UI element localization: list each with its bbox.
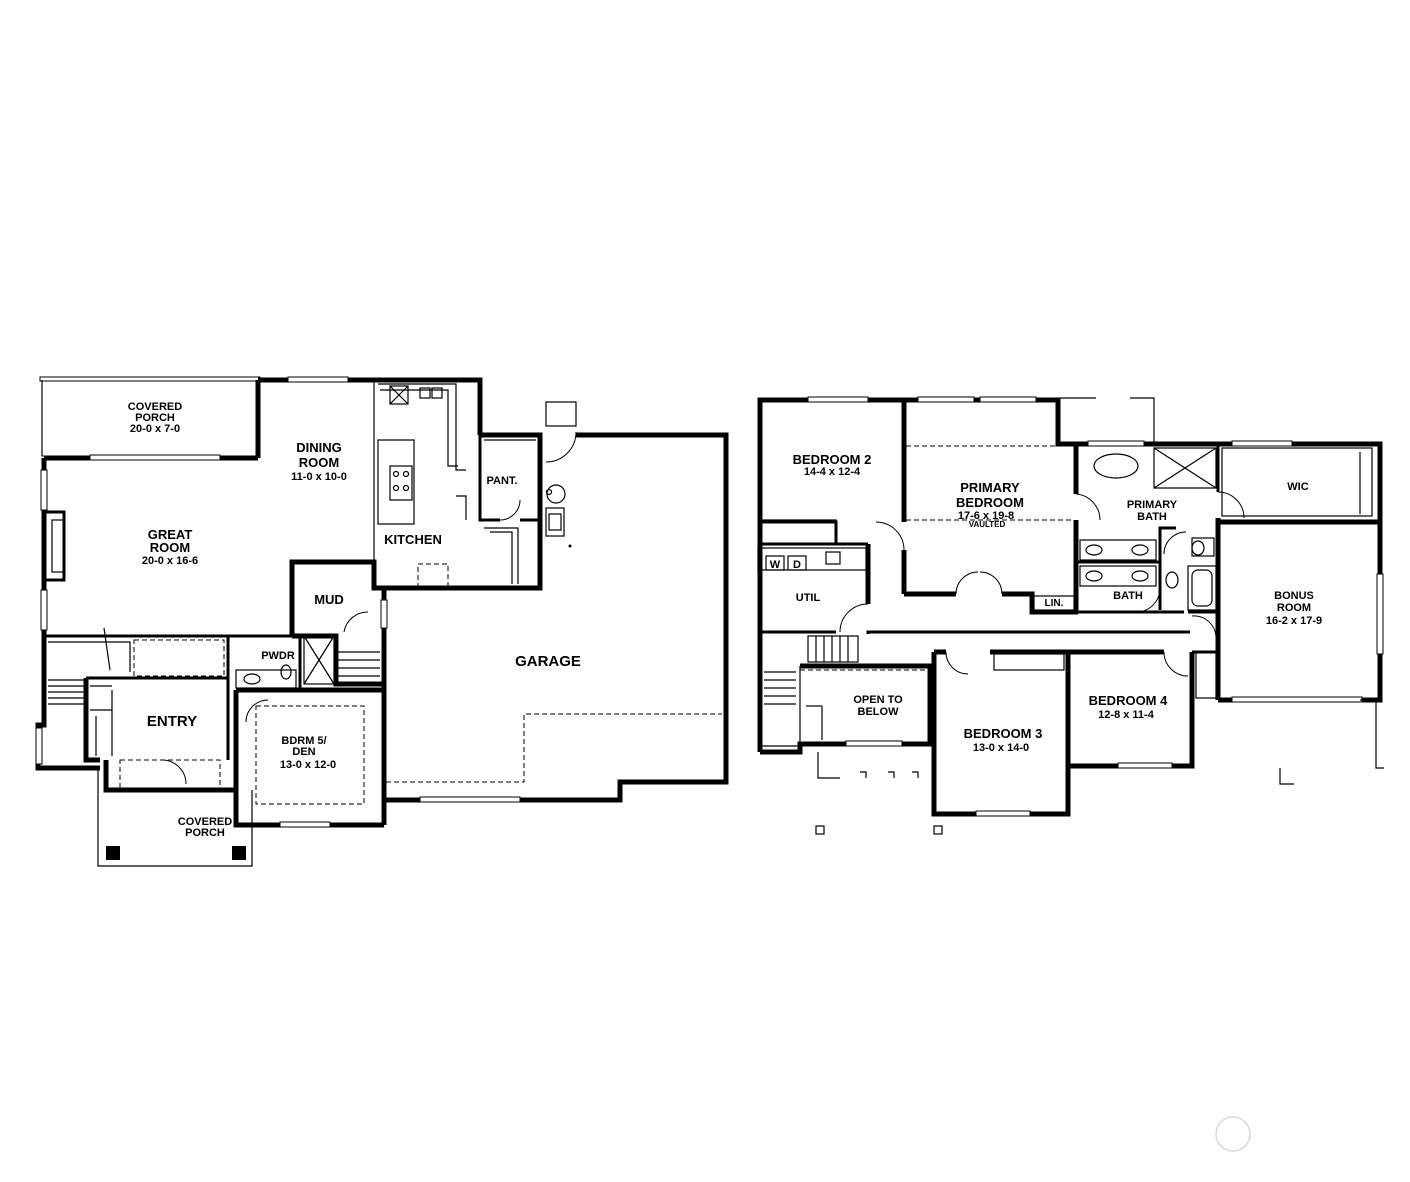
dryer-label: D bbox=[793, 559, 801, 571]
kitchen-label: KITCHEN bbox=[384, 532, 442, 547]
powder-label: PWDR bbox=[261, 650, 295, 662]
bedroom-3-label: BEDROOM 3 bbox=[964, 726, 1043, 741]
covered-porch-front-label-1: COVERED bbox=[178, 816, 232, 828]
primary-bedroom-details bbox=[875, 445, 1101, 611]
bath-fixtures bbox=[1079, 565, 1217, 639]
bonus-room-label-1: BONUS bbox=[1274, 590, 1314, 602]
main-stairs bbox=[48, 611, 380, 756]
pantry-shelves bbox=[484, 439, 536, 584]
bedroom-2-dims: 14-4 x 12-4 bbox=[804, 466, 861, 478]
primary-bedroom-label-1: PRIMARY bbox=[960, 480, 1020, 495]
covered-porch-top-dims: 20-0 x 7-0 bbox=[130, 423, 180, 435]
bonus-room-dims: 16-2 x 17-9 bbox=[1266, 615, 1322, 627]
bath-label: BATH bbox=[1113, 590, 1143, 602]
upper-deck-lines bbox=[815, 397, 1384, 835]
upper-floor-windows bbox=[757, 396, 1384, 817]
open-to-below-label-2: BELOW bbox=[858, 706, 900, 718]
primary-bedroom-dims: 17-6 x 19-8 bbox=[958, 510, 1014, 522]
primary-bedroom-note: VAULTED bbox=[969, 520, 1006, 529]
wic-label: WIC bbox=[1287, 481, 1308, 493]
primary-bath-fixtures bbox=[1079, 447, 1373, 561]
watermark-logo bbox=[1215, 1116, 1251, 1152]
great-room-label-1: GREAT bbox=[148, 527, 193, 542]
dining-room-dims: 11-0 x 10-0 bbox=[291, 471, 347, 483]
mud-label: MUD bbox=[314, 592, 344, 607]
upper-floor: BEDROOM 2 14-4 x 12-4 PRIMARY BEDROOM 17… bbox=[757, 396, 1384, 835]
covered-porch-top-label-2: PORCH bbox=[135, 412, 175, 424]
primary-bedroom-label-2: BEDROOM bbox=[956, 495, 1024, 510]
covered-porch-top-label-1: COVERED bbox=[128, 401, 182, 413]
upper-floor-labels: BEDROOM 2 14-4 x 12-4 PRIMARY BEDROOM 17… bbox=[770, 452, 1322, 754]
util-fixtures bbox=[765, 551, 869, 633]
covered-porch-front-label-2: PORCH bbox=[185, 827, 225, 839]
den-closet-line bbox=[255, 705, 365, 805]
main-floor: COVERED PORCH 20-0 x 7-0 DINING ROOM 11-… bbox=[35, 376, 729, 867]
primary-bath-label-1: PRIMARY bbox=[1127, 499, 1178, 511]
great-room-label-2: ROOM bbox=[150, 540, 190, 555]
dryer-box bbox=[787, 555, 807, 571]
washer-label: W bbox=[770, 559, 781, 571]
bonus-room-label-2: ROOM bbox=[1277, 602, 1311, 614]
den-label-1: BDRM 5/ bbox=[281, 735, 326, 747]
bedroom-2-label: BEDROOM 2 bbox=[793, 452, 872, 467]
front-porch bbox=[97, 759, 253, 867]
den-label-2: DEN bbox=[292, 746, 315, 758]
great-room-dims: 20-0 x 16-6 bbox=[142, 555, 198, 567]
garage bbox=[384, 401, 729, 803]
main-floor-windows bbox=[35, 376, 388, 828]
bedroom-4-label: BEDROOM 4 bbox=[1089, 693, 1169, 708]
den-dims: 13-0 x 12-0 bbox=[280, 759, 336, 771]
entry-label: ENTRY bbox=[147, 713, 197, 730]
garage-label: GARAGE bbox=[515, 653, 581, 670]
fireplace bbox=[44, 510, 66, 582]
dining-room-label-1: DINING bbox=[296, 440, 342, 455]
util-label: UTIL bbox=[796, 592, 821, 604]
washer-box bbox=[765, 555, 785, 571]
main-floor-labels: COVERED PORCH 20-0 x 7-0 DINING ROOM 11-… bbox=[128, 401, 581, 839]
open-to-below-label-1: OPEN TO bbox=[853, 694, 903, 706]
bedroom-doors bbox=[945, 651, 1189, 677]
pantry-label: PANT. bbox=[487, 475, 518, 487]
bedroom-3-dims: 13-0 x 14-0 bbox=[973, 742, 1029, 754]
upper-stairs bbox=[764, 635, 930, 740]
bedroom-4-dims: 12-8 x 11-4 bbox=[1098, 709, 1155, 721]
linen-label: LIN. bbox=[1045, 598, 1064, 609]
kitchen-fixtures bbox=[373, 380, 467, 587]
dining-room-label-2: ROOM bbox=[299, 455, 339, 470]
primary-bath-label-2: BATH bbox=[1137, 511, 1167, 523]
